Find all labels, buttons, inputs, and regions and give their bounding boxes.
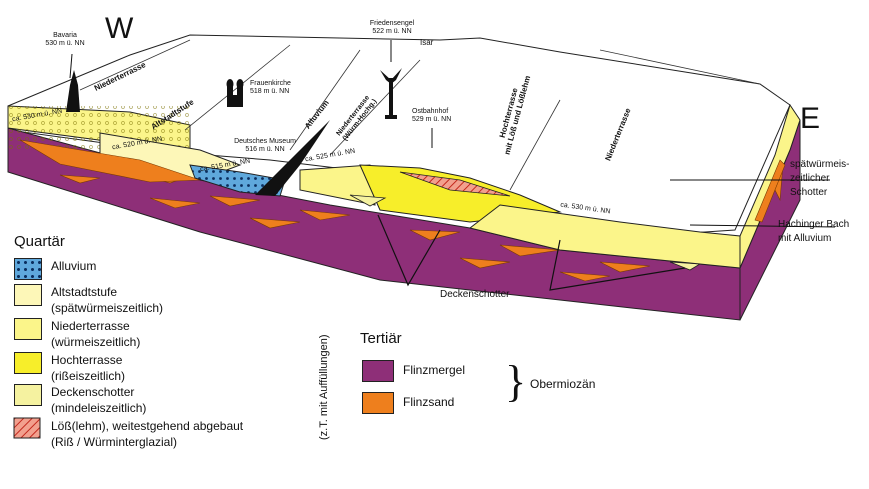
niederterrasse-middle — [299, 164, 376, 206]
legend-swatch-alluvium — [14, 258, 42, 280]
compass-west: W — [105, 12, 134, 45]
legend-quartaer-title: Quartär — [14, 233, 65, 250]
deckenschotter-lens-1 — [349, 194, 387, 207]
alluvium-layer — [189, 164, 286, 197]
legend-item-altstadtstufe: Altstadtstufe(spätwürmeiszeitlich) — [14, 284, 163, 316]
friedensengel-icon — [380, 68, 402, 119]
bavaria-pointer — [69, 53, 73, 79]
legend-item-loess: Löß(lehm), weitestgehend abgebaut(Riß / … — [51, 419, 244, 449]
legend-item-niederterrasse: Niederterrasse(würmeiszeitlich) — [14, 318, 140, 350]
legend-item-deckenschotter: Deckenschotter(mindeleiszeitlich) — [14, 384, 146, 416]
legend-item-hochterrasse: Hochterrasse(rißeiszeitlich) — [14, 352, 125, 384]
legend-brace-label: Obermiozän — [530, 377, 596, 391]
legend-vertical-note: (z.T. mit Auffüllungen) — [318, 334, 330, 440]
isar-channel — [255, 120, 330, 196]
legend-item-alluvium: Alluvium — [14, 258, 96, 280]
scarp-lines — [79, 39, 761, 191]
flinzsand-west — [19, 139, 201, 183]
deckenschotter-pointer-left — [377, 214, 441, 287]
hachinger-callout-line — [689, 224, 836, 228]
bavaria-statue-icon — [66, 70, 80, 112]
legend-swatch-flinzmergel — [362, 360, 394, 382]
legend-item-flinzsand: Flinzsand — [362, 392, 454, 414]
river-label: Isar — [420, 38, 434, 47]
legend-item-flinzmergel: Flinzmergel — [362, 360, 465, 382]
legend-swatch-loess — [13, 417, 41, 439]
legend-swatch-flinzsand — [362, 392, 394, 414]
callout-deckenschotter: Deckenschotter — [440, 289, 510, 300]
surface-top — [7, 34, 791, 234]
legend-swatch-deckenschotter — [14, 384, 42, 406]
loess-layer — [399, 171, 511, 197]
legend-brace: } — [505, 357, 527, 406]
frauenkirche-icon — [226, 79, 244, 107]
legend-swatch-hochterrasse — [14, 352, 42, 374]
deckenschotter-pointer-right — [549, 239, 686, 291]
legend-swatch-niederterrasse — [14, 318, 42, 340]
compass-east: E — [800, 102, 821, 135]
legend-tertiaer-title: Tertiär — [360, 330, 402, 347]
legend-swatch-altstadtstufe — [14, 284, 42, 306]
